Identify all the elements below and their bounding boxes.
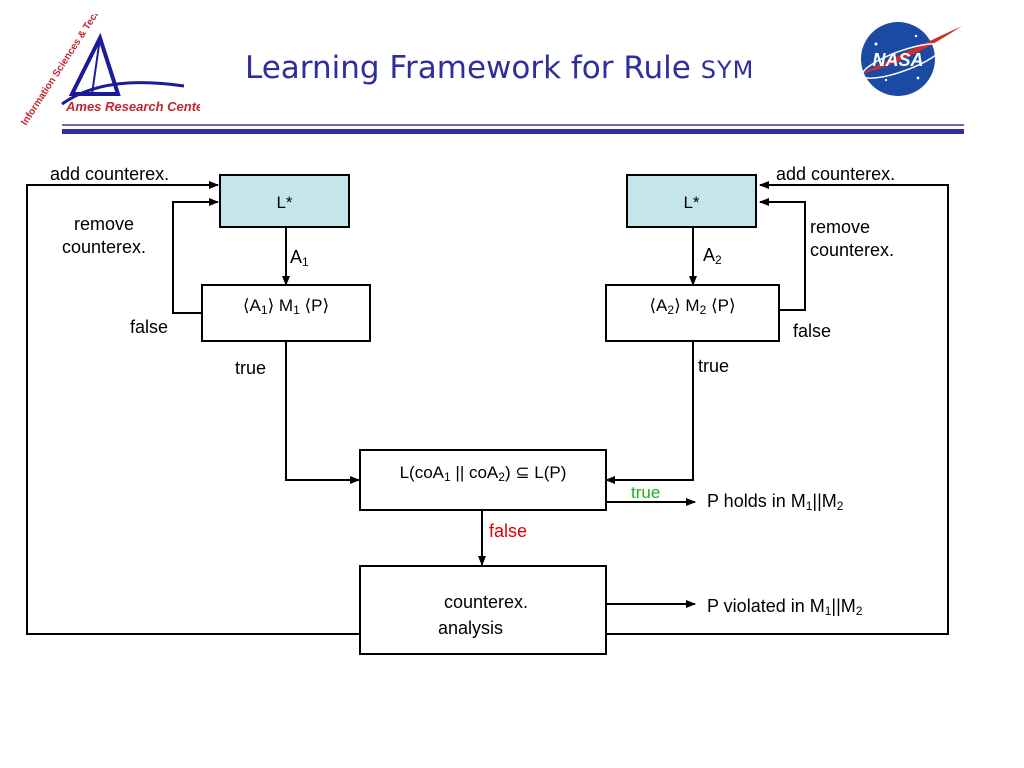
- composition-check-box: L(coA1 || coA2) ⊆ L(P): [359, 449, 607, 511]
- p-violated-label: P violated in M1||M2: [707, 596, 863, 618]
- ames-logo: Information Sciences & Technology Ames R…: [14, 0, 209, 134]
- page-title: Learning Framework for Rule SYM: [245, 50, 755, 86]
- title-divider-thin: [62, 124, 964, 126]
- nasa-meatball-icon: NASA: [860, 22, 962, 96]
- left-learner-label: L*: [276, 193, 293, 212]
- title-divider-thick: [62, 129, 964, 134]
- right-add-counterex-label: add counterex.: [776, 164, 896, 184]
- right-learner-label: L*: [683, 193, 700, 212]
- arrow-right-remove-counterex: [759, 198, 806, 311]
- right-check-box: ⟨A2⟩ M2 ⟨P⟩: [605, 284, 780, 342]
- left-assumption-label: A1: [290, 247, 309, 269]
- center-false-label: false: [489, 521, 528, 541]
- left-false-label: false: [130, 317, 169, 337]
- arrow-left-remove-counterex: [172, 198, 219, 314]
- right-check-label: ⟨A2⟩ M2 ⟨P⟩: [649, 296, 736, 317]
- nasa-logo-text: NASA: [872, 50, 923, 70]
- composition-check-label: L(coA1 || coA2) ⊆ L(P): [399, 463, 567, 484]
- nasa-logo: NASA: [846, 14, 974, 100]
- right-false-label: false: [793, 321, 832, 341]
- center-true-label: true: [631, 483, 661, 502]
- right-true-label: true: [698, 356, 730, 376]
- left-add-counterex-label: add counterex.: [50, 164, 170, 184]
- right-learner-box: L*: [626, 174, 757, 228]
- ames-logo-graphic: Information Sciences & Technology Ames R…: [19, 0, 209, 128]
- left-true-label: true: [235, 358, 267, 378]
- logo-name: Ames Research Center: [65, 99, 200, 114]
- p-holds-label: P holds in M1||M2: [707, 491, 844, 513]
- counterex-analysis-box: counterex.analysis: [359, 565, 607, 655]
- left-learner-box: L*: [219, 174, 350, 228]
- title-smallcaps: SYM: [700, 56, 755, 84]
- arrow-right-add-counterex: [606, 181, 949, 635]
- arrow-left-true: [285, 341, 360, 484]
- left-check-box: ⟨A1⟩ M1 ⟨P⟩: [201, 284, 371, 342]
- arrow-right-true: [605, 341, 694, 484]
- arrow-left-add-counterex: [26, 181, 359, 635]
- left-check-label: ⟨A1⟩ M1 ⟨P⟩: [242, 296, 330, 317]
- right-assumption-label: A2: [703, 245, 722, 267]
- counterex-analysis-label: counterex.analysis: [437, 592, 529, 639]
